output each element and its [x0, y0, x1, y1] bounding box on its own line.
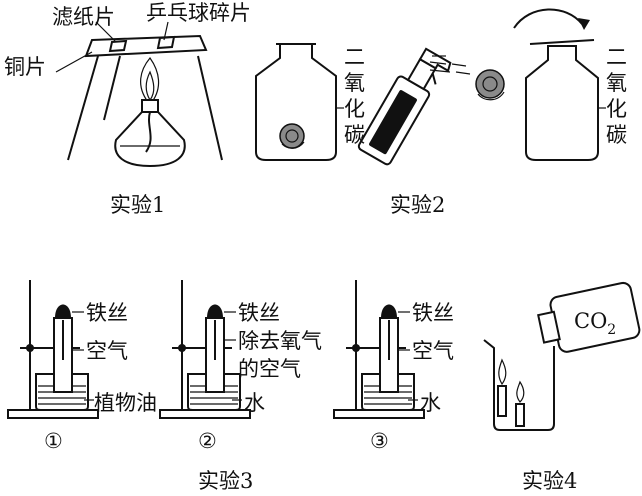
- label-wire-1: 铁丝: [86, 301, 128, 325]
- co2-left-char-4: 碳: [344, 123, 365, 147]
- leader-pingpong: [163, 21, 169, 41]
- lamp-wick-holder: [141, 99, 159, 113]
- label-copper: 铜片: [4, 55, 46, 79]
- tube-number-2: ②: [198, 429, 217, 453]
- co2-bottle-label: CO2: [574, 309, 616, 338]
- clamp-knob-3: [352, 344, 360, 352]
- experiment-3-setup-2: [159, 280, 251, 419]
- rose-in-jar: [279, 123, 305, 149]
- co2-right-char-2: 氧: [606, 71, 627, 95]
- candle-short: [515, 403, 525, 427]
- label-filter-paper: 滤纸片: [52, 5, 115, 29]
- stand-base-2: [159, 409, 251, 419]
- co2-left-char-1: 二: [344, 45, 365, 69]
- leader-copper: [55, 51, 93, 73]
- candle-tall-flame: [498, 358, 507, 386]
- clamp-knob-1: [26, 344, 34, 352]
- label-pingpong: 乒乓球碎片: [146, 1, 251, 25]
- gas-jar-left: [255, 43, 337, 161]
- co2-right-char-1: 二: [606, 45, 627, 69]
- iron-wool-1: [55, 304, 71, 318]
- experiment-2-apparatus: [255, 8, 606, 166]
- co2-right-char-4: 碳: [606, 123, 627, 147]
- label-gas-2-line1: 除去氧气: [238, 329, 322, 353]
- tripod-leg-back: [103, 55, 121, 121]
- experiment-3-setup-1: [7, 280, 99, 419]
- label-wire-3: 铁丝: [412, 301, 454, 325]
- iron-wool-2: [207, 304, 223, 318]
- co2-left-char-3: 化: [344, 97, 365, 121]
- candle-short-flame: [516, 380, 525, 403]
- rose-outside: [475, 69, 505, 101]
- caption-experiment-1: 实验1: [110, 193, 165, 217]
- co2-right-char-3: 化: [606, 97, 627, 121]
- caption-experiment-3: 实验3: [198, 469, 253, 493]
- label-wire-2: 铁丝: [238, 301, 280, 325]
- iron-wool-3: [381, 304, 397, 318]
- co2-bottle-neck: [537, 310, 561, 344]
- label-liquid-2: 水: [244, 391, 265, 415]
- curved-arrow: [513, 8, 583, 29]
- caption-experiment-4: 实验4: [522, 469, 577, 493]
- candle-tall: [497, 385, 507, 417]
- curved-arrow-head: [578, 18, 590, 30]
- spray-bottle: [357, 47, 452, 166]
- experiment-1-apparatus: [55, 21, 223, 168]
- stand-base-1: [7, 409, 99, 419]
- tube-number-3: ③: [370, 429, 389, 453]
- clamp-knob-2: [178, 344, 186, 352]
- label-gas-1: 空气: [86, 339, 128, 363]
- gas-jar-right: [525, 45, 599, 161]
- flame-inner: [145, 70, 155, 102]
- label-gas-3: 空气: [412, 339, 454, 363]
- glass-cover-plate: [529, 39, 595, 45]
- lamp-wick: [145, 111, 152, 153]
- pingpong-piece: [156, 35, 176, 50]
- stand-base-3: [333, 409, 425, 419]
- label-liquid-1: 植物油: [94, 391, 157, 415]
- experiment-4-apparatus: [483, 281, 641, 431]
- tripod-leg-right: [197, 55, 223, 161]
- label-gas-2-line2: 的空气: [238, 357, 301, 381]
- caption-experiment-2: 实验2: [390, 193, 445, 217]
- tube-number-1: ①: [44, 429, 63, 453]
- label-liquid-3: 水: [420, 391, 441, 415]
- experiment-3-setup-3: [333, 280, 425, 419]
- co2-left-char-2: 氧: [344, 71, 365, 95]
- copper-plate: [84, 34, 208, 58]
- filter-paper-piece: [108, 39, 128, 53]
- leader-filter-paper: [95, 21, 117, 43]
- spray-mist: [429, 55, 471, 75]
- flame: [140, 57, 160, 103]
- tripod-leg-left: [67, 55, 99, 161]
